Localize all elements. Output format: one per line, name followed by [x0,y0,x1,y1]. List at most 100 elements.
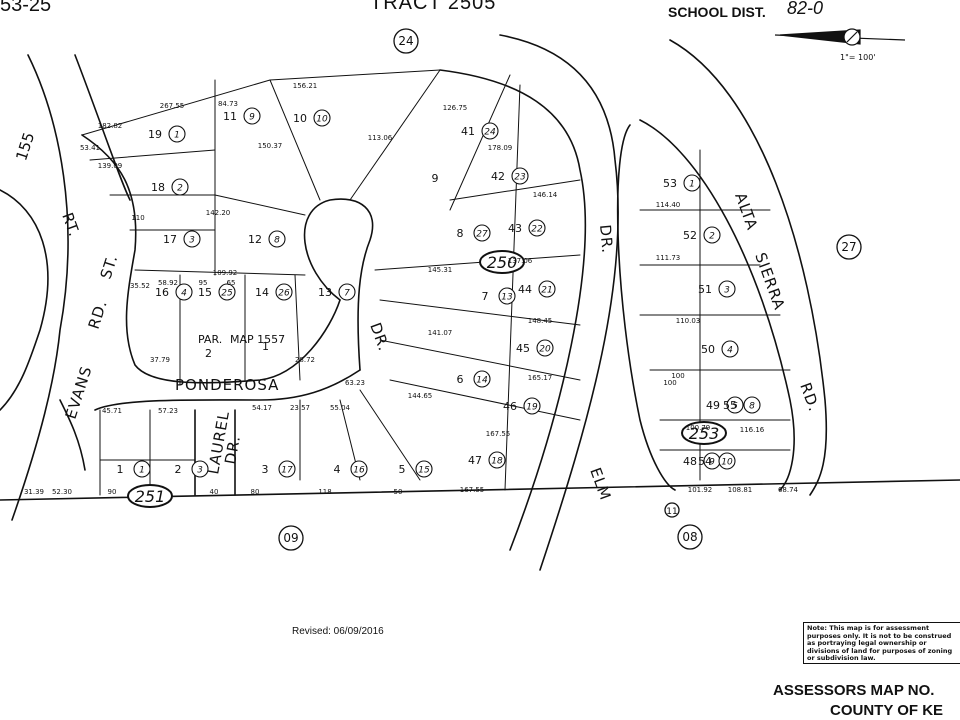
parcel-number: 10 [316,115,328,125]
street-evans-rd: RD. [85,297,111,331]
parcel-map-1: 1 [262,340,269,353]
street-elm: ELM [586,465,614,503]
parcel-number: 3 [724,286,730,296]
dimension-label: 53.41 [80,144,100,152]
lot-number: 14 [255,286,269,299]
parcel-map-2: 2 [205,347,212,360]
lot-number: 49 [706,399,720,412]
parcel-number: 23 [514,173,526,183]
parcel-circle [523,397,541,415]
parcel-circle [683,174,701,192]
west-parcel-edge [0,189,49,411]
parcel-circle [243,107,261,125]
adjacent-page-27: 27 [836,234,862,260]
adjacent-page-text: 09 [283,531,298,545]
parcel-number: 18 [491,457,503,467]
lot-41: 41 24 [461,122,499,140]
lot-number: 47 [468,454,482,467]
adjacent-page-text: 24 [398,34,413,48]
adjacent-page-08: 08 [677,524,703,550]
lot-9: 9 [432,172,439,185]
dimension-label: 40 [210,488,219,496]
lot-number: 1 [117,463,124,476]
street-ponderosa: PONDEROSA [175,376,279,394]
lot-number: 50 [701,343,715,356]
dimension-label: 110 [131,214,144,222]
lot-number: 8 [457,227,464,240]
dimension-label: 165.17 [528,374,553,382]
parcel-circle [721,340,739,358]
dimension-label: 57.23 [158,407,178,415]
assessment-note: Note: This map is for assessment purpose… [803,622,960,664]
parcel-number: 22 [531,225,543,235]
ponderosa-north-line [81,134,341,384]
parcel-number: 4 [181,289,187,299]
dimension-label: 101.92 [688,486,713,494]
lot-47: 47 18 [468,451,506,469]
dimension-label: 178.09 [488,144,513,152]
parcel-circle [275,283,293,301]
dimension-label: 28.72 [295,356,315,364]
block-250: 250 [479,250,525,274]
parcel-number: 10 [721,458,733,468]
parcel-circle [415,460,433,478]
dimension-label: 109.92 [213,269,238,277]
block-number-text: 250 [487,253,518,272]
parcel-circle [175,283,193,301]
dimension-label: 110.03 [676,317,701,325]
parcel-number: 26 [278,289,290,299]
parcel-circle [511,167,529,185]
dimension-label: 37.79 [150,356,170,364]
dimension-label: 95 [199,279,208,287]
lot-number: 41 [461,125,475,138]
street-st: ST. [97,252,122,281]
parcel-circle [498,287,516,305]
dimension-label: 52.30 [52,488,72,496]
evans-rd-south-line [59,399,86,471]
parcel-number: 27 [476,230,488,240]
map-title: ASSESSORS MAP NO. [773,682,935,699]
parcel-number: 8 [749,402,755,412]
dimension-label: 68.74 [778,486,799,494]
parcel-circle [338,283,356,301]
parcel-number: 1 [174,131,180,141]
alta-sierra-inner-curve [616,124,676,491]
county-label: COUNTY OF KE [830,702,944,719]
dimension-label: 142.20 [206,209,231,217]
dimension-label: 167.55 [460,486,485,494]
lot-number: 2 [175,463,182,476]
dimension-label: 80 [251,488,260,496]
dimension-label: 137.06 [508,257,533,265]
dimension-label: 90 [108,488,117,496]
tract-label: TRACT 2505 [370,0,497,14]
parcel-number: 21 [541,286,552,296]
parcel-circle [536,339,554,357]
dimension-label: 114.40 [656,201,681,209]
lot-number: 3 [262,463,269,476]
lot-number: 42 [491,170,505,183]
dimension-label: 65 [227,279,236,287]
parcel-number: 24 [484,128,496,138]
school-dist-label: SCHOOL DIST. [668,4,766,20]
street-rt: RT. [58,210,83,239]
lot-lines [81,69,791,496]
parcel-map-par: PAR. [198,333,222,346]
lot-14: 14 26 [255,283,293,301]
